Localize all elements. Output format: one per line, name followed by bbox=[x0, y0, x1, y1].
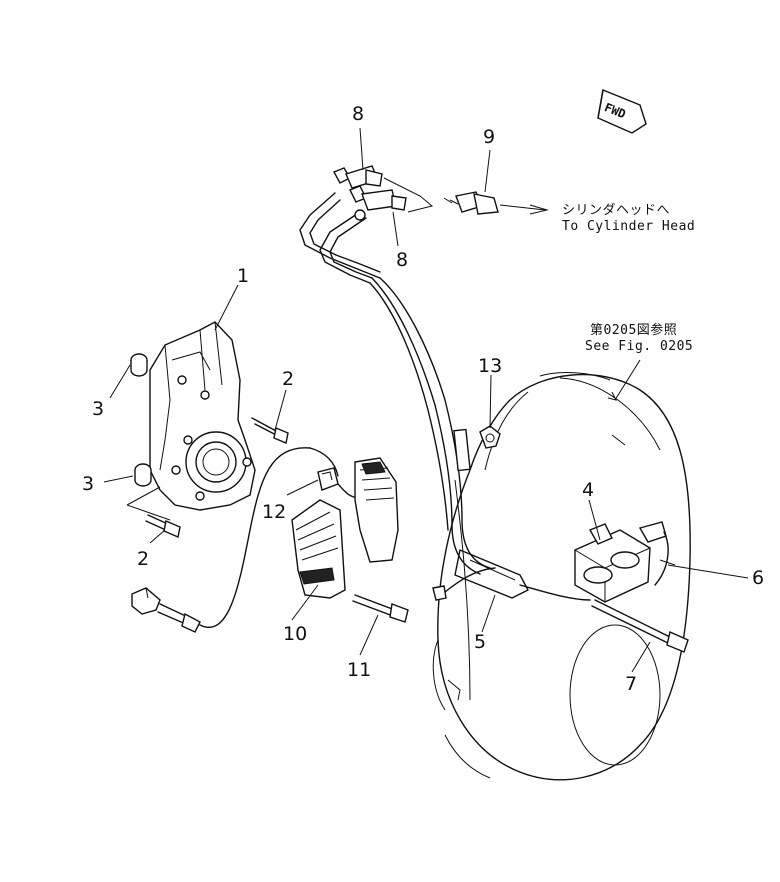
callout-3-lower: 3 bbox=[82, 473, 94, 495]
bolt-lower bbox=[145, 514, 181, 538]
sleeve-upper bbox=[130, 353, 148, 377]
fwd-arrow-icon: FWD bbox=[597, 89, 647, 134]
callout-8-lower: 8 bbox=[396, 249, 408, 271]
callout-6: 6 bbox=[752, 567, 764, 589]
figure-reference-en: See Fig. 0205 bbox=[585, 339, 693, 354]
cylinder-head-note-jp: シリンダヘッドへ bbox=[562, 203, 670, 218]
fitting-lower-part-8 bbox=[349, 185, 407, 221]
cylinder-head-note-en: To Cylinder Head bbox=[562, 219, 695, 234]
callout-8-upper: 8 bbox=[352, 103, 364, 125]
callout-2-lower: 2 bbox=[137, 548, 149, 570]
bolt-part-7 bbox=[591, 599, 689, 653]
callout-2-upper: 2 bbox=[282, 368, 294, 390]
figure-reference-note: 第0205図参照 See Fig. 0205 bbox=[585, 322, 693, 354]
elbow-part-9 bbox=[443, 191, 499, 215]
callout-5: 5 bbox=[474, 631, 486, 653]
bolt-upper bbox=[251, 417, 289, 444]
callout-10: 10 bbox=[283, 623, 307, 645]
cylinder-head-note: シリンダヘッドへ To Cylinder Head bbox=[562, 203, 695, 234]
bracket-part-1 bbox=[149, 321, 256, 511]
callout-labels: 1 2 2 3 3 4 5 6 7 8 8 9 10 11 12 13 bbox=[82, 103, 764, 695]
speed-sensor bbox=[131, 447, 311, 633]
callout-12: 12 bbox=[262, 501, 286, 523]
callout-4: 4 bbox=[582, 479, 594, 501]
oil-pipes bbox=[299, 192, 491, 575]
clip-part-13 bbox=[479, 425, 501, 449]
callout-7: 7 bbox=[625, 673, 637, 695]
harness-part-5 bbox=[432, 549, 591, 601]
fitting-upper-part-8 bbox=[333, 165, 383, 189]
callout-1: 1 bbox=[237, 265, 249, 287]
callout-11: 11 bbox=[347, 659, 371, 681]
sleeve-lower bbox=[134, 463, 152, 487]
leader-lines bbox=[103, 127, 749, 673]
clamp-part-12 bbox=[309, 447, 361, 499]
connector-part-10 bbox=[291, 457, 399, 599]
callout-3-upper: 3 bbox=[92, 398, 104, 420]
relay-part-4 bbox=[574, 521, 669, 603]
bolt-part-11 bbox=[352, 594, 409, 623]
figure-reference-jp: 第0205図参照 bbox=[590, 322, 677, 338]
callout-9: 9 bbox=[483, 126, 495, 148]
flywheel-housing bbox=[432, 372, 691, 781]
callout-13: 13 bbox=[478, 355, 502, 377]
